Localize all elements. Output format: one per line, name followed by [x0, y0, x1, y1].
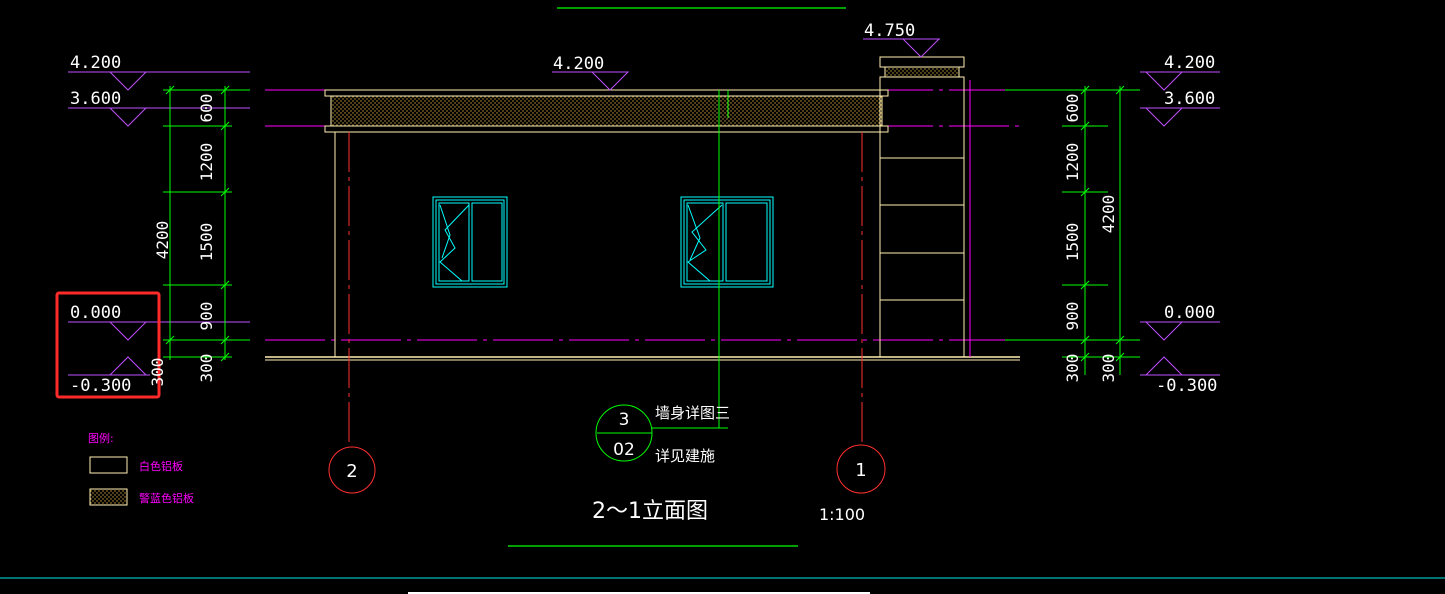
window-left	[432, 196, 508, 288]
axis-label-2: 2	[346, 461, 357, 482]
legend-label-blue: 警蓝色铝板	[139, 491, 194, 505]
right-dim-900: 900	[1063, 302, 1082, 331]
left-dimension-lines	[163, 85, 250, 362]
axis-label-1: 1	[855, 460, 866, 481]
roof-elev-triangle	[590, 71, 630, 91]
detail-note-bottom: 详见建施	[655, 447, 715, 465]
axis-bubble-1	[836, 444, 886, 494]
highlight-box	[55, 291, 161, 399]
left-elev-4200: 4.200	[70, 53, 121, 73]
right-elevation-marks	[1140, 71, 1220, 376]
left-elev-0000: 0.000	[70, 303, 121, 323]
right-elev-3600: 3.600	[1164, 89, 1215, 109]
right-dim-total: 4200	[1099, 195, 1118, 234]
left-dim-900: 900	[197, 302, 216, 331]
right-dim-300: 300	[1063, 354, 1082, 383]
right-dim-1200: 1200	[1063, 143, 1082, 182]
left-dim-1200: 1200	[197, 143, 216, 182]
left-dim-300: 300	[197, 354, 216, 383]
left-elev-minus-0300: -0.300	[70, 376, 131, 396]
left-dim-600: 600	[197, 94, 216, 123]
detail-sheet: 02	[613, 440, 635, 460]
right-dim-1500: 1500	[1063, 223, 1082, 262]
window-right	[680, 196, 774, 288]
legend-label-white: 白色铝板	[139, 459, 183, 473]
right-dimension-lines	[1005, 85, 1140, 375]
tower	[879, 56, 971, 358]
left-elev-3600: 3.600	[70, 89, 121, 109]
right-dim-base: 300	[1099, 354, 1118, 383]
left-dim-base: 300	[148, 358, 167, 387]
right-elev-minus-0300: -0.300	[1156, 376, 1217, 396]
legend-swatch-white	[89, 456, 128, 474]
tower-elev-4750: 4.750	[864, 21, 915, 41]
right-elev-4200: 4.200	[1164, 53, 1215, 73]
left-dim-1500: 1500	[197, 223, 216, 262]
roof-elev-4200: 4.200	[553, 54, 604, 74]
right-dim-600: 600	[1063, 94, 1082, 123]
detail-note-top: 墙身详图三	[655, 404, 730, 422]
drawing-scale: 1:100	[819, 505, 865, 524]
drawing-title: 2～1立面图	[592, 499, 708, 524]
detail-number: 3	[619, 410, 630, 430]
tower-elev-triangle	[901, 38, 941, 58]
legend-title: 图例:	[88, 431, 114, 445]
roof-band-blue-panel	[330, 95, 883, 127]
axis-bubble-2	[328, 446, 376, 494]
building-elevation	[265, 56, 1020, 445]
right-elev-0000: 0.000	[1164, 303, 1215, 323]
left-dim-total: 4200	[153, 221, 172, 260]
legend-swatch-blue	[89, 488, 128, 506]
